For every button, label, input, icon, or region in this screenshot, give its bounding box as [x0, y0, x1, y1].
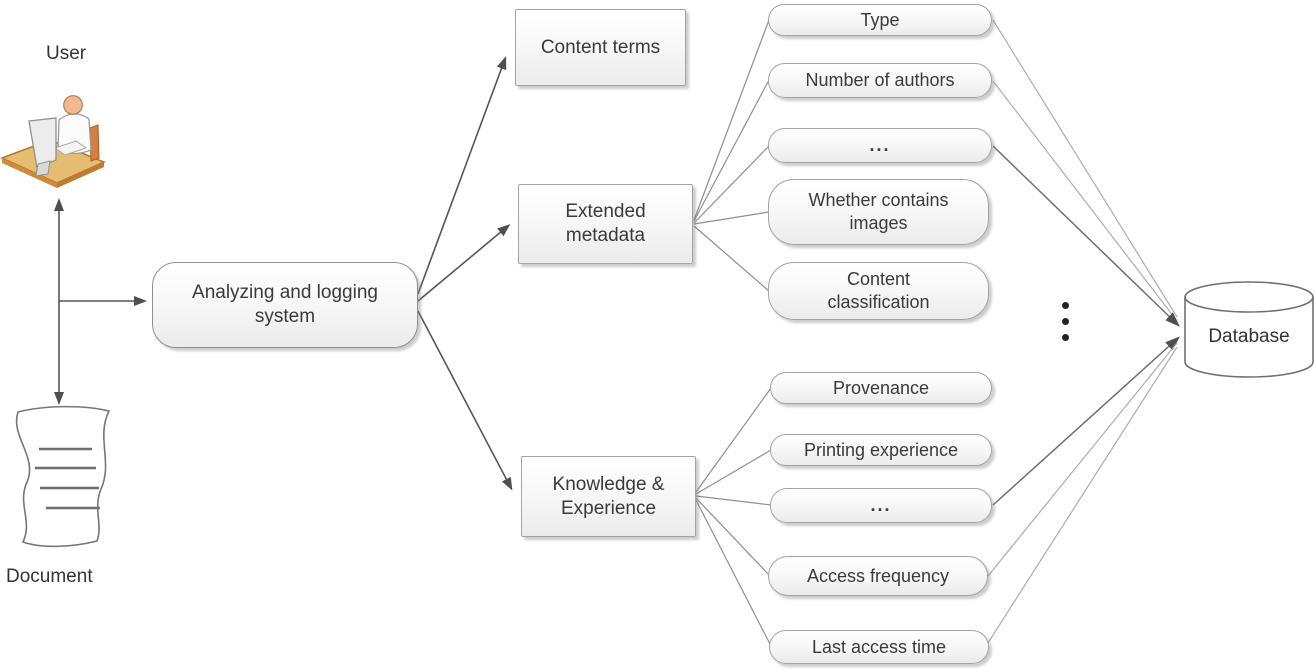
vertical-ellipsis-icon — [1062, 302, 1069, 341]
pill-number-of-authors: Number of authors — [768, 63, 992, 98]
node-knowledge-experience-label: Knowledge & Experience — [552, 473, 665, 519]
pill-ellipsis-top-label: ... — [869, 135, 891, 155]
edges-to-database — [985, 19, 1180, 647]
pill-ellipsis-top: ... — [768, 128, 992, 163]
pill-whether-contains-images: Whether contains images — [768, 179, 989, 245]
pill-ellipsis-bottom-label: ... — [870, 495, 892, 515]
node-analyzing-system: Analyzing and logging system — [152, 262, 418, 348]
pill-provenance: Provenance — [770, 372, 992, 404]
edges-main — [54, 56, 513, 491]
user-at-desk-icon — [0, 95, 106, 188]
edges-knowledge-fan — [695, 387, 772, 647]
database-label: Database — [1208, 326, 1290, 347]
pill-printing-experience: Printing experience — [770, 434, 992, 466]
database-cylinder-icon — [1184, 281, 1314, 378]
pill-whether-contains-images-label: Whether contains images — [808, 190, 949, 233]
node-knowledge-experience: Knowledge & Experience — [521, 456, 696, 537]
node-analyzing-system-label: Analyzing and logging system — [192, 282, 378, 327]
pill-type-label: Type — [860, 9, 900, 30]
pill-type: Type — [768, 4, 992, 36]
node-extended-metadata-label: Extended metadata — [565, 201, 646, 246]
pill-content-classification-label: Content classification — [827, 269, 930, 312]
pill-last-access-time-label: Last access time — [811, 636, 947, 657]
pill-number-of-authors-label: Number of authors — [805, 70, 955, 90]
node-content-terms: Content terms — [515, 9, 686, 86]
wavy-document-icon — [15, 405, 111, 548]
pill-access-frequency-label: Access frequency — [806, 565, 950, 586]
node-content-terms-label: Content terms — [540, 36, 661, 58]
user-label: User — [46, 43, 87, 64]
pill-printing-experience-label: Printing experience — [803, 439, 959, 460]
document-label: Document — [6, 566, 93, 587]
node-extended-metadata: Extended metadata — [518, 184, 693, 264]
pill-last-access-time: Last access time — [769, 630, 989, 664]
pill-provenance-label: Provenance — [832, 377, 930, 398]
pill-access-frequency: Access frequency — [768, 556, 988, 596]
pill-content-classification: Content classification — [768, 262, 989, 320]
edges-extended-fan — [693, 19, 770, 292]
pill-ellipsis-bottom: ... — [770, 488, 992, 523]
